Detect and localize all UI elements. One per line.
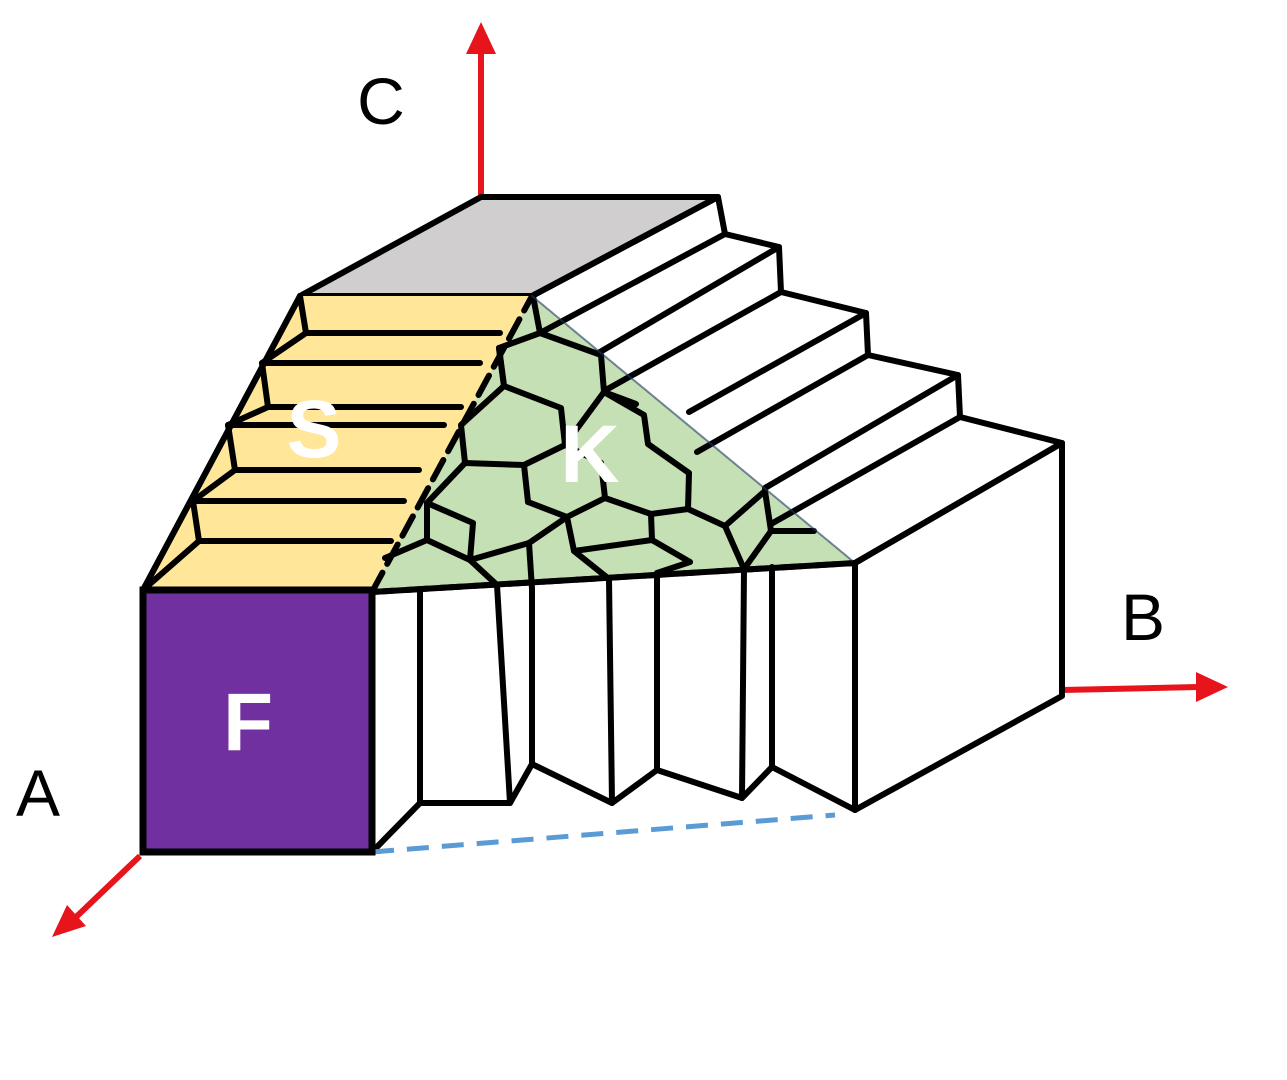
- axis-a-label: A: [16, 756, 60, 830]
- top-face: [297, 194, 721, 299]
- axis-c-label: C: [357, 64, 405, 138]
- base-dashed-line: [371, 812, 836, 855]
- front-columns: [369, 560, 858, 855]
- k-face-label: K: [560, 409, 619, 500]
- axis-a-arrow: [52, 853, 143, 937]
- f-face: [139, 586, 376, 856]
- axis-b-label: B: [1121, 580, 1165, 654]
- s-face-label: S: [287, 384, 342, 475]
- axis-arrows: [52, 22, 1228, 937]
- axis-b-arrow: [1061, 672, 1228, 702]
- right-end-face: [852, 440, 1065, 813]
- axis-c-arrow: [466, 22, 496, 195]
- outline: [140, 293, 858, 855]
- right-roof-steps: [529, 194, 1065, 566]
- k-face-pattern: [382, 293, 817, 592]
- s-face: [143, 296, 532, 592]
- f-face-label: F: [223, 677, 273, 768]
